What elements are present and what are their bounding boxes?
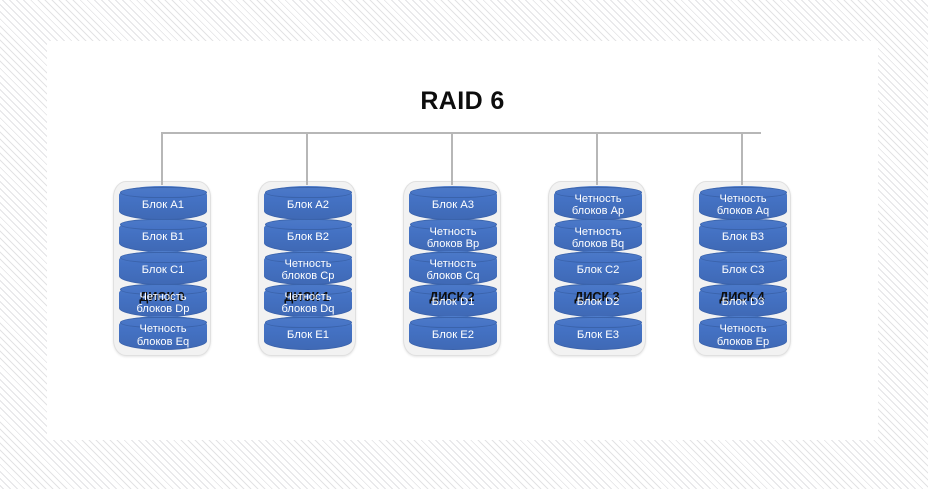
- disk-block-label: Четность блоков Cq: [426, 258, 480, 283]
- disk-block[interactable]: Блок D3: [699, 283, 787, 318]
- disk-block-label: Четность блоков Aq: [716, 193, 770, 218]
- page-title: RAID 6: [420, 87, 505, 115]
- disk-block-label: Блок A2: [286, 198, 330, 211]
- disk-column-1[interactable]: Блок A2 Блок B2 Четность блоков Cp Четность…: [258, 181, 356, 356]
- disk-caption-3: ДИСК 3: [574, 290, 620, 304]
- disk-block[interactable]: Четность блоков Ep: [699, 316, 787, 350]
- disk-block-label: Блок A3: [431, 198, 475, 211]
- disk-caption-4: ДИСК 4: [719, 290, 765, 304]
- disk-block-label: Блок C2: [576, 263, 620, 276]
- disk-column-3[interactable]: Четность блоков Ap Четность блоков Bq Блок…: [548, 181, 646, 356]
- disk-caption-0: ДИСК 0: [139, 290, 185, 304]
- connector-drop-line-3: [596, 132, 598, 185]
- disk-block[interactable]: Блок D1: [409, 283, 497, 318]
- disk-block-label: Четность блоков Bp: [426, 225, 480, 250]
- disk-block[interactable]: Четность блоков Bp: [409, 218, 497, 253]
- disk-caption-2: ДИСК 2: [429, 290, 475, 304]
- disk-block[interactable]: Блок C2: [554, 251, 642, 285]
- disk-block-label: Блок D3: [721, 296, 765, 309]
- disk-shell-3: Четность блоков Ap Четность блоков Bq Блок…: [548, 181, 646, 356]
- connector-drop-line-1: [306, 132, 308, 185]
- disk-block-label: Блок C3: [721, 263, 765, 276]
- disk-block[interactable]: Блок C3: [699, 251, 787, 285]
- disk-block[interactable]: Блок B1: [119, 218, 207, 253]
- disk-block-label: Блок E3: [576, 328, 620, 341]
- disk-block[interactable]: Блок E1: [264, 316, 352, 350]
- disk-block-label: Четность блоков Ap: [571, 193, 625, 218]
- connector-drop-line-0: [161, 132, 163, 185]
- disk-block[interactable]: Четность блоков Dq: [264, 283, 352, 318]
- disk-block[interactable]: Четность блоков Dp: [119, 283, 207, 318]
- disk-block[interactable]: Четность блоков Aq: [699, 186, 787, 220]
- disk-column-2[interactable]: Блок A3 Четность блоков Bp Четность блоков…: [403, 181, 501, 356]
- disk-block-label: Четность блоков Dp: [136, 290, 190, 316]
- connector-drop-line-4: [741, 132, 743, 185]
- disk-block[interactable]: Четность блоков Cp: [264, 251, 352, 285]
- disk-column-4[interactable]: Четность блоков Aq Блок B3 Блок C3 Блок D3 Ч…: [693, 181, 791, 356]
- disk-block[interactable]: Блок A3: [409, 186, 497, 220]
- disk-block[interactable]: Блок D2: [554, 283, 642, 318]
- disk-block-label: Блок B3: [721, 231, 765, 244]
- disk-shell-0: Блок A1 Блок B1 Блок C1 Четность блоков Dp Ч…: [113, 181, 211, 356]
- disk-block-label: Блок E2: [431, 328, 475, 341]
- disk-caption-1: ДИСК 1: [284, 290, 330, 304]
- disk-block[interactable]: Блок A2: [264, 186, 352, 220]
- disk-block[interactable]: Блок A1: [119, 186, 207, 220]
- disk-block-label: Четность блоков Ep: [716, 323, 770, 348]
- disk-block[interactable]: Четность блоков Cq: [409, 251, 497, 285]
- disk-block-label: Четность блоков Bq: [571, 225, 625, 250]
- disk-block-label: Четность блоков Eq: [136, 323, 190, 348]
- disk-shell-4: Четность блоков Aq Блок B3 Блок C3 Блок D3 Ч…: [693, 181, 791, 356]
- disk-block-label: Блок A1: [141, 198, 185, 211]
- disk-block-label: Блок B2: [286, 231, 330, 244]
- disk-block[interactable]: Четность блоков Bq: [554, 218, 642, 253]
- disk-block[interactable]: Блок C1: [119, 251, 207, 285]
- disk-block[interactable]: Четность блоков Ap: [554, 186, 642, 220]
- disk-block-label: Блок B1: [141, 231, 185, 244]
- disk-block-label: Блок D1: [431, 296, 475, 309]
- disk-block[interactable]: Блок E3: [554, 316, 642, 350]
- disk-block[interactable]: Блок E2: [409, 316, 497, 350]
- disk-block-label: Блок E1: [286, 328, 330, 341]
- connector-bus-line: [162, 132, 761, 134]
- disk-shell-2: Блок A3 Четность блоков Bp Четность блоков…: [403, 181, 501, 356]
- disk-block-label: Четность блоков Cp: [281, 258, 335, 283]
- disk-block-label: Блок C1: [141, 263, 185, 276]
- disk-shell-1: Блок A2 Блок B2 Четность блоков Cp Четность…: [258, 181, 356, 356]
- disk-block[interactable]: Блок B2: [264, 218, 352, 253]
- disk-column-0[interactable]: Блок A1 Блок B1 Блок C1 Четность блоков Dp Ч…: [113, 181, 211, 356]
- disk-block-label: Блок D2: [576, 296, 620, 309]
- disk-block[interactable]: Блок B3: [699, 218, 787, 253]
- connector-drop-line-2: [451, 132, 453, 185]
- disk-block[interactable]: Четность блоков Eq: [119, 316, 207, 350]
- diagram-canvas: RAID 6 Блок A1 Блок B1 Блок C1 Четность бло…: [47, 41, 878, 440]
- disk-block-label: Четность блоков Dq: [281, 290, 335, 316]
